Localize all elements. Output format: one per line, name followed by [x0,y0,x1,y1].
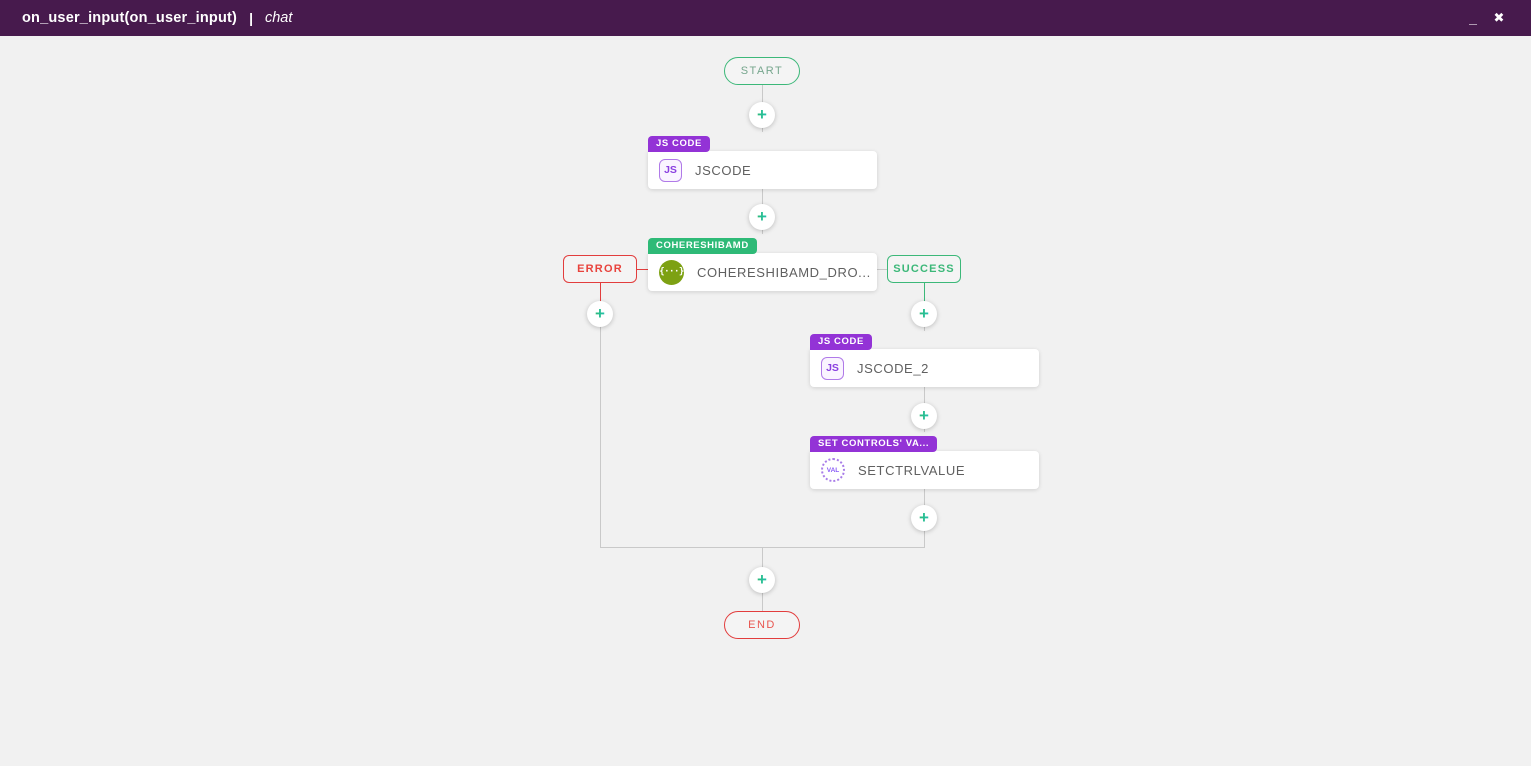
connector-success-down-green [924,283,925,302]
minimize-icon[interactable]: _ [1469,10,1477,26]
add-step-button[interactable]: + [911,301,937,327]
add-step-button[interactable]: + [911,403,937,429]
connector-error-down [600,302,601,547]
close-icon[interactable]: ✖ [1493,10,1505,25]
node-type-badge: JS CODE [648,136,710,152]
plus-icon: + [919,507,929,527]
val-seal-icon: VAL [821,458,845,482]
step-node-jscode2[interactable]: JS CODE JS JSCODE_2 [810,330,1039,387]
step-node-jscode[interactable]: JS CODE JS JSCODE [648,132,877,189]
workflow-canvas: START JS CODE JS JSCODE COHERESHIBAMD {·… [0,36,1531,766]
node-type-badge: SET CONTROLS' VA... [810,436,938,452]
add-step-button[interactable]: + [749,567,775,593]
start-node-label: START [740,65,784,77]
node-type-badge: JS CODE [810,334,872,350]
node-title: SETCTRLVALUE [858,462,966,478]
add-step-button[interactable]: + [911,505,937,531]
js-icon: JS [659,158,682,182]
plus-icon: + [757,206,767,226]
plus-icon: + [757,569,767,589]
error-branch-node[interactable]: ERROR [563,255,637,283]
page-subtitle: chat [264,10,293,26]
add-step-button[interactable]: + [749,102,775,128]
plus-icon: + [595,303,605,323]
step-node-cohereshibamd[interactable]: COHERESHIBAMD {···} COHERESHIBAMD_DRO... [648,234,877,291]
end-node[interactable]: END [724,611,800,639]
success-branch-label: SUCCESS [893,263,955,275]
end-node-label: END [748,619,776,631]
window-titlebar: on_user_input(on_user_input) | chat _ ✖ [0,0,1531,36]
page-title: on_user_input(on_user_input) [22,10,238,26]
step-node-setctrlvalue[interactable]: SET CONTROLS' VA... VAL SETCTRLVALUE [810,432,1039,489]
plus-icon: + [757,104,767,124]
plus-icon: + [919,303,929,323]
start-node[interactable]: START [724,57,800,85]
node-type-badge: COHERESHIBAMD [648,238,757,254]
node-title: JSCODE [695,162,752,178]
title-separator: | [249,10,253,26]
add-step-button[interactable]: + [749,204,775,230]
connector-node2-success [877,269,887,270]
braces-icon: {···} [659,259,684,285]
success-branch-node[interactable]: SUCCESS [887,255,961,283]
plus-icon: + [919,405,929,425]
js-icon: JS [821,356,844,380]
connector-error-node2 [637,269,648,270]
node-title: JSCODE_2 [857,360,929,376]
node-title: COHERESHIBAMD_DRO... [697,264,871,280]
connector-error-down-red [600,283,601,302]
error-branch-label: ERROR [577,263,623,275]
add-step-button[interactable]: + [587,301,613,327]
